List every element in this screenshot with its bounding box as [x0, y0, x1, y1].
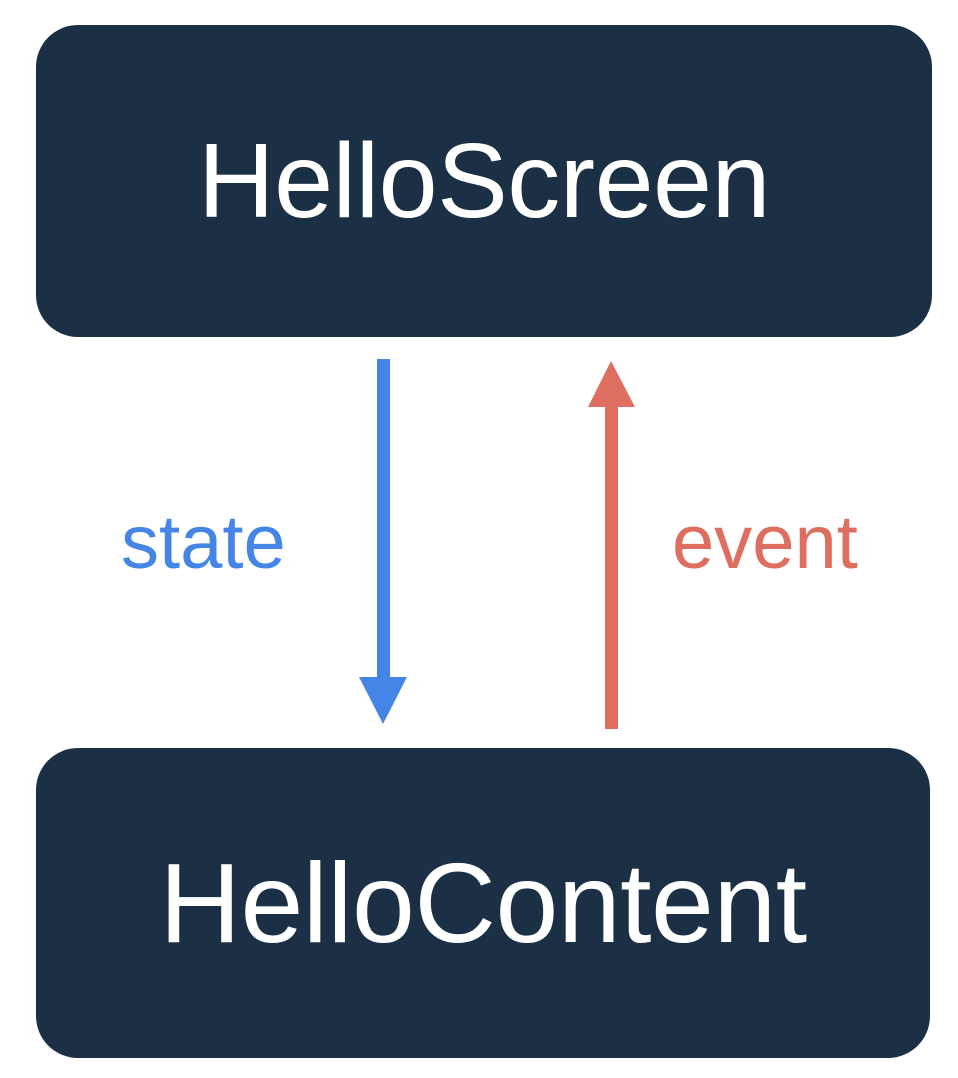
event-arrow-shaft — [605, 405, 618, 729]
edge-label-event: event — [672, 500, 858, 585]
node-hello-screen-label: HelloScreen — [198, 122, 770, 240]
event-arrow — [588, 361, 635, 729]
node-hello-content-label: HelloContent — [159, 839, 807, 966]
node-hello-content[interactable]: HelloContent — [36, 748, 930, 1058]
edge-label-state: state — [121, 500, 286, 585]
event-arrowhead-up-icon — [588, 361, 635, 407]
state-arrow — [359, 359, 407, 724]
node-hello-screen[interactable]: HelloScreen — [36, 25, 932, 337]
state-arrow-shaft — [377, 359, 390, 679]
state-arrowhead-down-icon — [359, 677, 407, 724]
